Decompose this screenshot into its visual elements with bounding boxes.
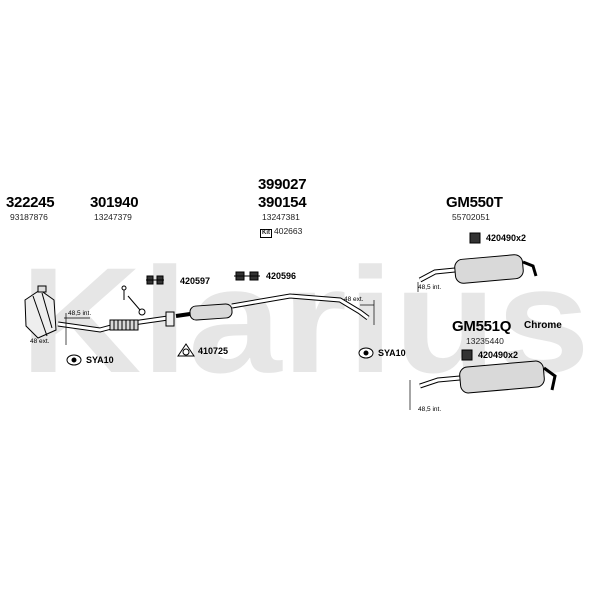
catalytic-converter xyxy=(24,285,57,339)
fitting-420596-label: 420596 xyxy=(266,271,297,281)
part-gm550t-mount: 420490x2 xyxy=(486,233,527,243)
dimension-label: 48 ext. xyxy=(30,338,50,345)
rubber-sya10-left xyxy=(66,354,82,366)
rear-silencer-bottom xyxy=(419,360,557,394)
part-gm551q-oe: 13235440 xyxy=(466,336,504,346)
dimension-label: 48 ext. xyxy=(344,296,364,303)
fitting-sya10-right-label: SYA10 xyxy=(378,348,406,358)
hanger-420597 xyxy=(146,275,164,285)
dimension-label: 48,5 int. xyxy=(68,310,92,317)
part-301940-oe: 13247379 xyxy=(94,212,132,222)
hanger-420490-top xyxy=(469,232,481,244)
rear-silencer-top xyxy=(418,254,538,284)
part-gm550t-code: GM550T xyxy=(446,194,503,211)
clamp-icon xyxy=(121,285,146,316)
part-390154-code: 390154 xyxy=(258,194,307,211)
dimension-label: 48,5 int. xyxy=(418,284,442,291)
kit-label: Kit xyxy=(260,229,272,238)
part-301940-code: 301940 xyxy=(90,194,139,211)
gasket-410725 xyxy=(177,343,195,357)
part-390154-oe: 13247381 xyxy=(262,212,300,222)
part-322245-oe: 93187876 xyxy=(10,212,48,222)
fitting-sya10-left-label: SYA10 xyxy=(86,355,114,365)
part-322245-code: 322245 xyxy=(6,194,55,211)
part-399027-code: 399027 xyxy=(258,176,307,193)
part-gm551q-mount: 420490x2 xyxy=(478,350,519,360)
rubber-sya10-right xyxy=(358,347,374,359)
hanger-420490-bottom xyxy=(461,349,473,361)
center-silencer xyxy=(175,293,370,321)
part-gm551q-code: GM551Q xyxy=(452,318,512,335)
hanger-420596 xyxy=(234,271,260,281)
part-gm550t-oe: 55702051 xyxy=(452,212,490,222)
fitting-410725-label: 410725 xyxy=(198,346,229,356)
dimension-label: 48,5 int. xyxy=(418,406,442,413)
kit-code: 402663 xyxy=(274,226,303,236)
part-gm551q-note: Chrome xyxy=(524,320,562,331)
fitting-420597-label: 420597 xyxy=(180,276,211,286)
front-pipe xyxy=(57,311,175,333)
